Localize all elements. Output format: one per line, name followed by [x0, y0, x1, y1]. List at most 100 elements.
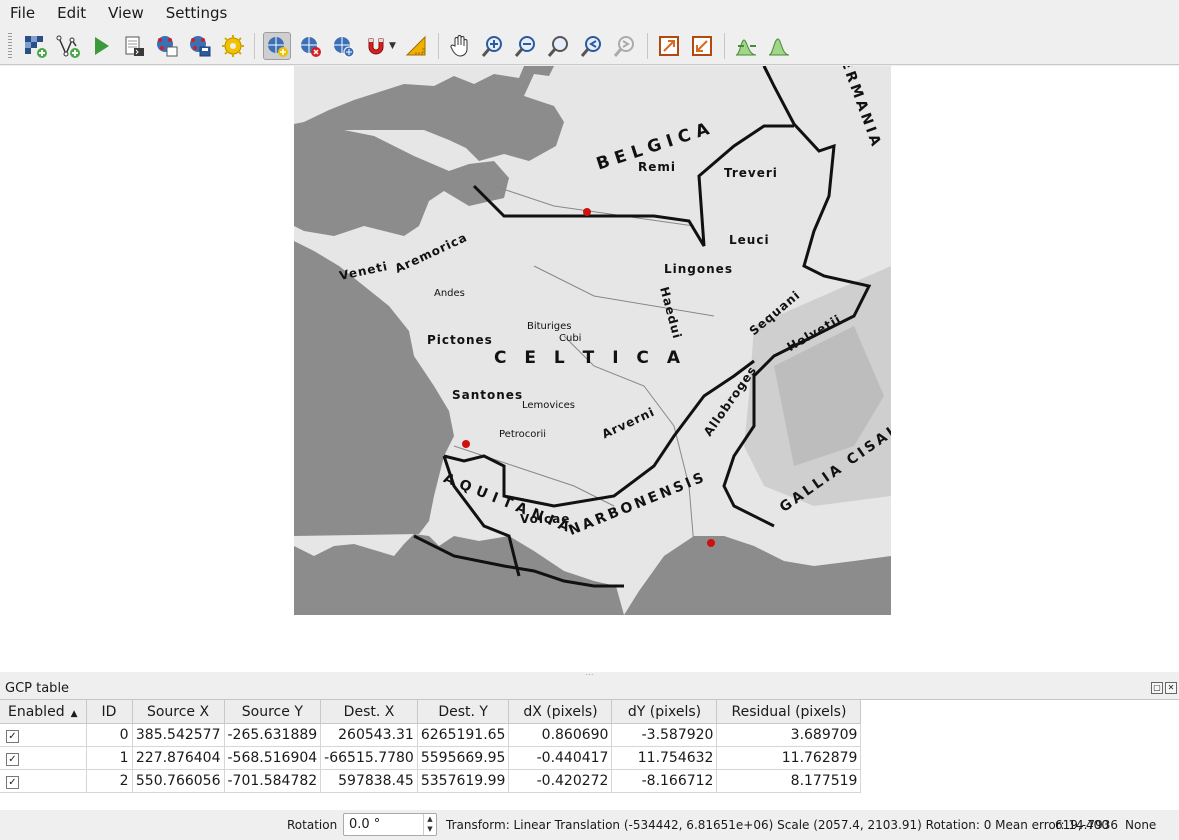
zoom-next-button[interactable]	[611, 32, 639, 60]
save-gcp-points-button[interactable]	[186, 32, 214, 60]
generate-gdal-script-button[interactable]	[120, 32, 148, 60]
zoom-to-layer-button[interactable]	[545, 32, 573, 60]
zoom-last-button[interactable]	[578, 32, 606, 60]
open-raster-icon	[24, 35, 47, 58]
column-header-enabled[interactable]: Enabled▲	[0, 700, 87, 724]
zoom-last-icon	[581, 35, 602, 57]
toolbar-separator	[723, 32, 725, 59]
dx-cell: -0.440417	[508, 746, 613, 770]
enabled-checkbox[interactable]: ✓	[6, 776, 19, 789]
dest-x-cell[interactable]: 597838.45	[320, 769, 418, 793]
column-header-dx[interactable]: dX (pixels)	[508, 700, 613, 724]
map-label-volcae: Volcae	[520, 512, 571, 526]
gcp-marker-2[interactable]	[707, 539, 715, 547]
column-header-id[interactable]: ID	[86, 700, 133, 724]
dest-x-cell[interactable]: -66515.7780	[320, 746, 418, 770]
move-gcp-point-icon	[333, 36, 354, 57]
rotation-label: Rotation	[287, 818, 338, 832]
source-y-cell[interactable]: -701.584782	[224, 769, 322, 793]
table-row[interactable]: ✓ 2 550.766056 -701.584782 597838.45 535…	[0, 769, 862, 793]
enabled-checkbox[interactable]: ✓	[6, 730, 19, 743]
map-label-treveri: Treveri	[724, 166, 778, 180]
gcp-marker-0[interactable]	[583, 208, 591, 216]
spin-arrows-icon[interactable]: ▲▼	[423, 814, 436, 835]
histogram-stretch-icon	[769, 37, 790, 55]
source-x-cell[interactable]: 550.766056	[132, 769, 225, 793]
snapping-dropdown-icon[interactable]: ▼	[389, 40, 396, 51]
column-header-source-x[interactable]: Source X	[132, 700, 225, 724]
source-x-cell[interactable]: 385.542577	[132, 723, 225, 747]
menu-edit[interactable]: Edit	[57, 4, 87, 22]
map-label-lingones: Lingones	[664, 262, 733, 276]
column-header-residual[interactable]: Residual (pixels)	[716, 700, 862, 724]
pan-button[interactable]	[446, 32, 474, 60]
delete-point-icon	[300, 36, 321, 57]
dest-y-cell[interactable]: 5357619.99	[417, 769, 510, 793]
zoom-out-button[interactable]	[512, 32, 540, 60]
run-icon	[94, 36, 109, 55]
toolbar-handle[interactable]	[8, 32, 12, 59]
dest-y-cell[interactable]: 5595669.95	[417, 746, 510, 770]
rotation-value[interactable]: 0.0 °	[349, 817, 381, 832]
dock-close-icon[interactable]: ✕	[1165, 682, 1177, 694]
enabled-cell[interactable]: ✓	[0, 769, 87, 793]
add-point-button[interactable]	[262, 31, 291, 60]
snapping-magnet-icon	[368, 38, 383, 54]
menu-settings[interactable]: Settings	[165, 4, 228, 22]
enabled-cell[interactable]: ✓	[0, 723, 87, 747]
enabled-cell[interactable]: ✓	[0, 746, 87, 770]
id-cell[interactable]: 1	[86, 746, 133, 770]
column-header-source-y[interactable]: Source Y	[224, 700, 322, 724]
dx-cell: -0.420272	[508, 769, 613, 793]
source-y-cell[interactable]: -568.516904	[224, 746, 322, 770]
zoom-in-button[interactable]	[479, 32, 507, 60]
id-cell[interactable]: 0	[86, 723, 133, 747]
source-x-cell[interactable]: 227.876404	[132, 746, 225, 770]
column-header-dest-y[interactable]: Dest. Y	[417, 700, 510, 724]
histogram-stretch-button[interactable]	[765, 32, 793, 60]
panel-splitter[interactable]: ⋯	[0, 671, 1179, 679]
toolbar-separator	[437, 32, 439, 59]
map-terrain-graphic	[294, 66, 891, 615]
map-label-bituriges: Bituriges	[527, 321, 572, 332]
link-qgis-to-georeferencer-button[interactable]	[688, 32, 716, 60]
table-row[interactable]: ✓ 0 385.542577 -265.631889 260543.31 626…	[0, 723, 862, 747]
gcp-marker-1[interactable]	[462, 440, 470, 448]
link-georeferencer-to-qgis-button[interactable]	[655, 32, 683, 60]
sort-ascending-icon: ▲	[70, 708, 78, 719]
residual-cell: 3.689709	[716, 723, 862, 747]
crs-indicator[interactable]: None	[1125, 818, 1157, 832]
menu-file[interactable]: File	[10, 4, 36, 22]
dest-y-cell[interactable]: 6265191.65	[417, 723, 510, 747]
load-gcp-points-button[interactable]	[153, 32, 181, 60]
georeferenced-raster-map[interactable]: C E L T I C A BELGICA AQUITANIA NARBONEN…	[294, 66, 891, 615]
toolbar: ▼	[0, 27, 1179, 65]
table-row[interactable]: ✓ 1 227.876404 -568.516904 -66515.7780 5…	[0, 746, 862, 770]
start-georeferencing-button[interactable]	[54, 32, 82, 60]
zoom-in-icon	[482, 35, 503, 57]
column-header-dy[interactable]: dY (pixels)	[611, 700, 718, 724]
delete-point-button[interactable]	[296, 32, 324, 60]
column-header-dest-x[interactable]: Dest. X	[320, 700, 418, 724]
move-gcp-point-button[interactable]	[329, 32, 357, 60]
run-button[interactable]	[87, 32, 115, 60]
dock-float-icon[interactable]: ▢	[1151, 682, 1163, 694]
save-gcp-points-icon	[189, 35, 210, 56]
start-georeferencing-icon	[56, 35, 80, 58]
snapping-button[interactable]	[362, 32, 390, 60]
dest-x-cell[interactable]: 260543.31	[320, 723, 418, 747]
map-canvas[interactable]: C E L T I C A BELGICA AQUITANIA NARBONEN…	[0, 66, 1179, 672]
source-y-cell[interactable]: -265.631889	[224, 723, 322, 747]
transform-info: Transform: Linear Translation (-534442, …	[446, 818, 1118, 832]
full-histogram-stretch-button[interactable]	[402, 32, 430, 60]
local-histogram-stretch-button[interactable]	[732, 32, 760, 60]
rotation-spinbox[interactable]: 0.0 ° ▲▼	[343, 813, 437, 836]
id-cell[interactable]: 2	[86, 769, 133, 793]
load-gcp-points-icon	[156, 35, 177, 56]
link-qgis-to-georeferencer-icon	[692, 35, 713, 56]
transformation-settings-button[interactable]	[219, 32, 247, 60]
generate-gdal-script-icon	[125, 36, 144, 56]
open-raster-button[interactable]	[21, 32, 49, 60]
enabled-checkbox[interactable]: ✓	[6, 753, 19, 766]
menu-view[interactable]: View	[108, 4, 144, 22]
